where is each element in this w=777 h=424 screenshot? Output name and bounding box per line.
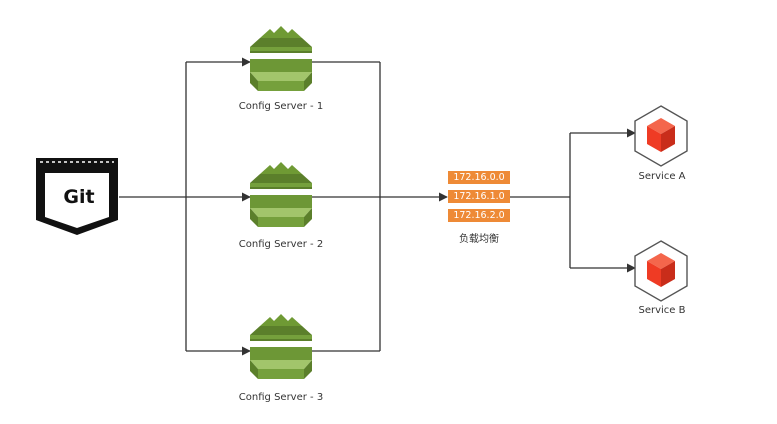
lb-ip-1: 172.16.1.0	[448, 190, 510, 203]
lb-ip-2: 172.16.2.0	[448, 209, 510, 222]
config-server-3-label: Config Server - 3	[238, 392, 324, 403]
service-cube-icon	[634, 105, 688, 167]
service-b-label: Service B	[638, 305, 686, 316]
service-a-label: Service A	[638, 171, 686, 182]
config-server-2-label: Config Server - 2	[238, 239, 324, 250]
config-server-icon	[250, 314, 312, 379]
service-cube-icon	[634, 240, 688, 302]
lb-ip-0: 172.16.0.0	[448, 171, 510, 184]
config-server-icon	[250, 26, 312, 91]
config-server-1-label: Config Server - 1	[238, 101, 324, 112]
git-label: Git	[63, 186, 95, 208]
connectors	[119, 57, 636, 356]
load-balancer-label: 负载均衡	[459, 234, 499, 245]
config-server-icon	[250, 162, 312, 227]
git-icon	[36, 158, 118, 235]
